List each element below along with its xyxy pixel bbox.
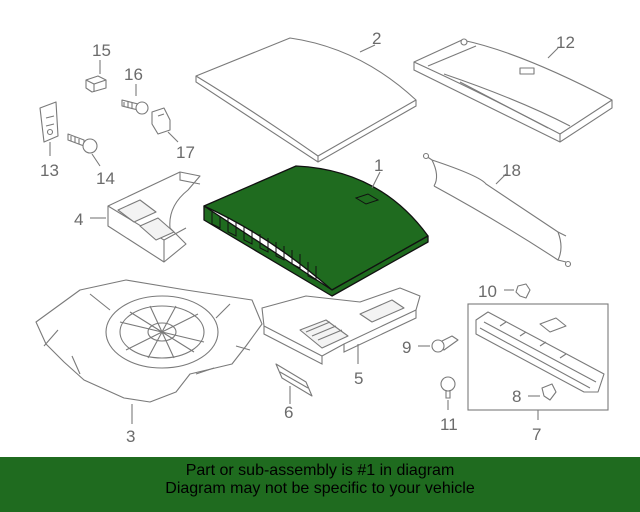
part-10-clip[interactable] <box>515 283 531 299</box>
callout-14[interactable]: 14 <box>96 169 115 188</box>
callout-10[interactable]: 10 <box>478 282 497 301</box>
callout-9[interactable]: 9 <box>402 338 411 357</box>
callout-16[interactable]: 16 <box>124 65 143 84</box>
leader-2 <box>359 44 376 53</box>
parts-diagram: 2 12 15 16 17 13 <box>35 29 613 446</box>
info-banner: Part or sub-assembly is #1 in diagram Di… <box>0 457 640 512</box>
leader-14 <box>91 153 101 167</box>
part-6-trim-strip[interactable] <box>275 363 313 397</box>
callout-13[interactable]: 13 <box>40 161 59 180</box>
part-12-tonneau-cover[interactable] <box>413 38 613 143</box>
part-5-storage-tray[interactable] <box>261 287 421 365</box>
leader-12 <box>547 47 559 59</box>
part-3-floor-pan[interactable] <box>35 279 263 403</box>
part-9-screw[interactable] <box>431 335 459 353</box>
part-4-foam-tray[interactable] <box>107 171 201 263</box>
leader-18 <box>495 173 507 185</box>
callout-3[interactable]: 3 <box>126 427 135 446</box>
part-17-bracket[interactable] <box>151 107 171 135</box>
banner-line-1: Part or sub-assembly is #1 in diagram <box>185 462 455 479</box>
callout-8[interactable]: 8 <box>512 387 521 406</box>
part-7-scuff-plate[interactable] <box>475 311 605 393</box>
callout-1[interactable]: 1 <box>374 156 383 175</box>
callout-17[interactable]: 17 <box>176 143 195 162</box>
callout-15[interactable]: 15 <box>92 41 111 60</box>
part-1-cargo-floor-board[interactable] <box>203 165 429 297</box>
callout-5[interactable]: 5 <box>354 369 363 388</box>
callout-18[interactable]: 18 <box>502 161 521 180</box>
callout-12[interactable]: 12 <box>556 33 575 52</box>
part-14-bolt[interactable] <box>67 133 98 154</box>
banner-line-2: Diagram may not be specific to your vehi… <box>165 480 475 497</box>
callout-2[interactable]: 2 <box>372 29 381 48</box>
part-2-floor-panel[interactable] <box>195 37 417 163</box>
part-15-clip[interactable] <box>85 75 107 93</box>
part-13-bracket[interactable] <box>39 101 59 143</box>
part-18-cable[interactable] <box>422 152 572 268</box>
leader-1 <box>371 171 381 189</box>
callout-7[interactable]: 7 <box>532 425 541 444</box>
callout-6[interactable]: 6 <box>284 403 293 422</box>
callout-4[interactable]: 4 <box>74 210 83 229</box>
part-8-clip[interactable] <box>541 383 557 401</box>
part-16-bolt[interactable] <box>121 99 149 115</box>
part-11-push-clip[interactable] <box>440 376 456 399</box>
callout-11[interactable]: 11 <box>440 415 458 434</box>
leader-17 <box>167 131 179 143</box>
